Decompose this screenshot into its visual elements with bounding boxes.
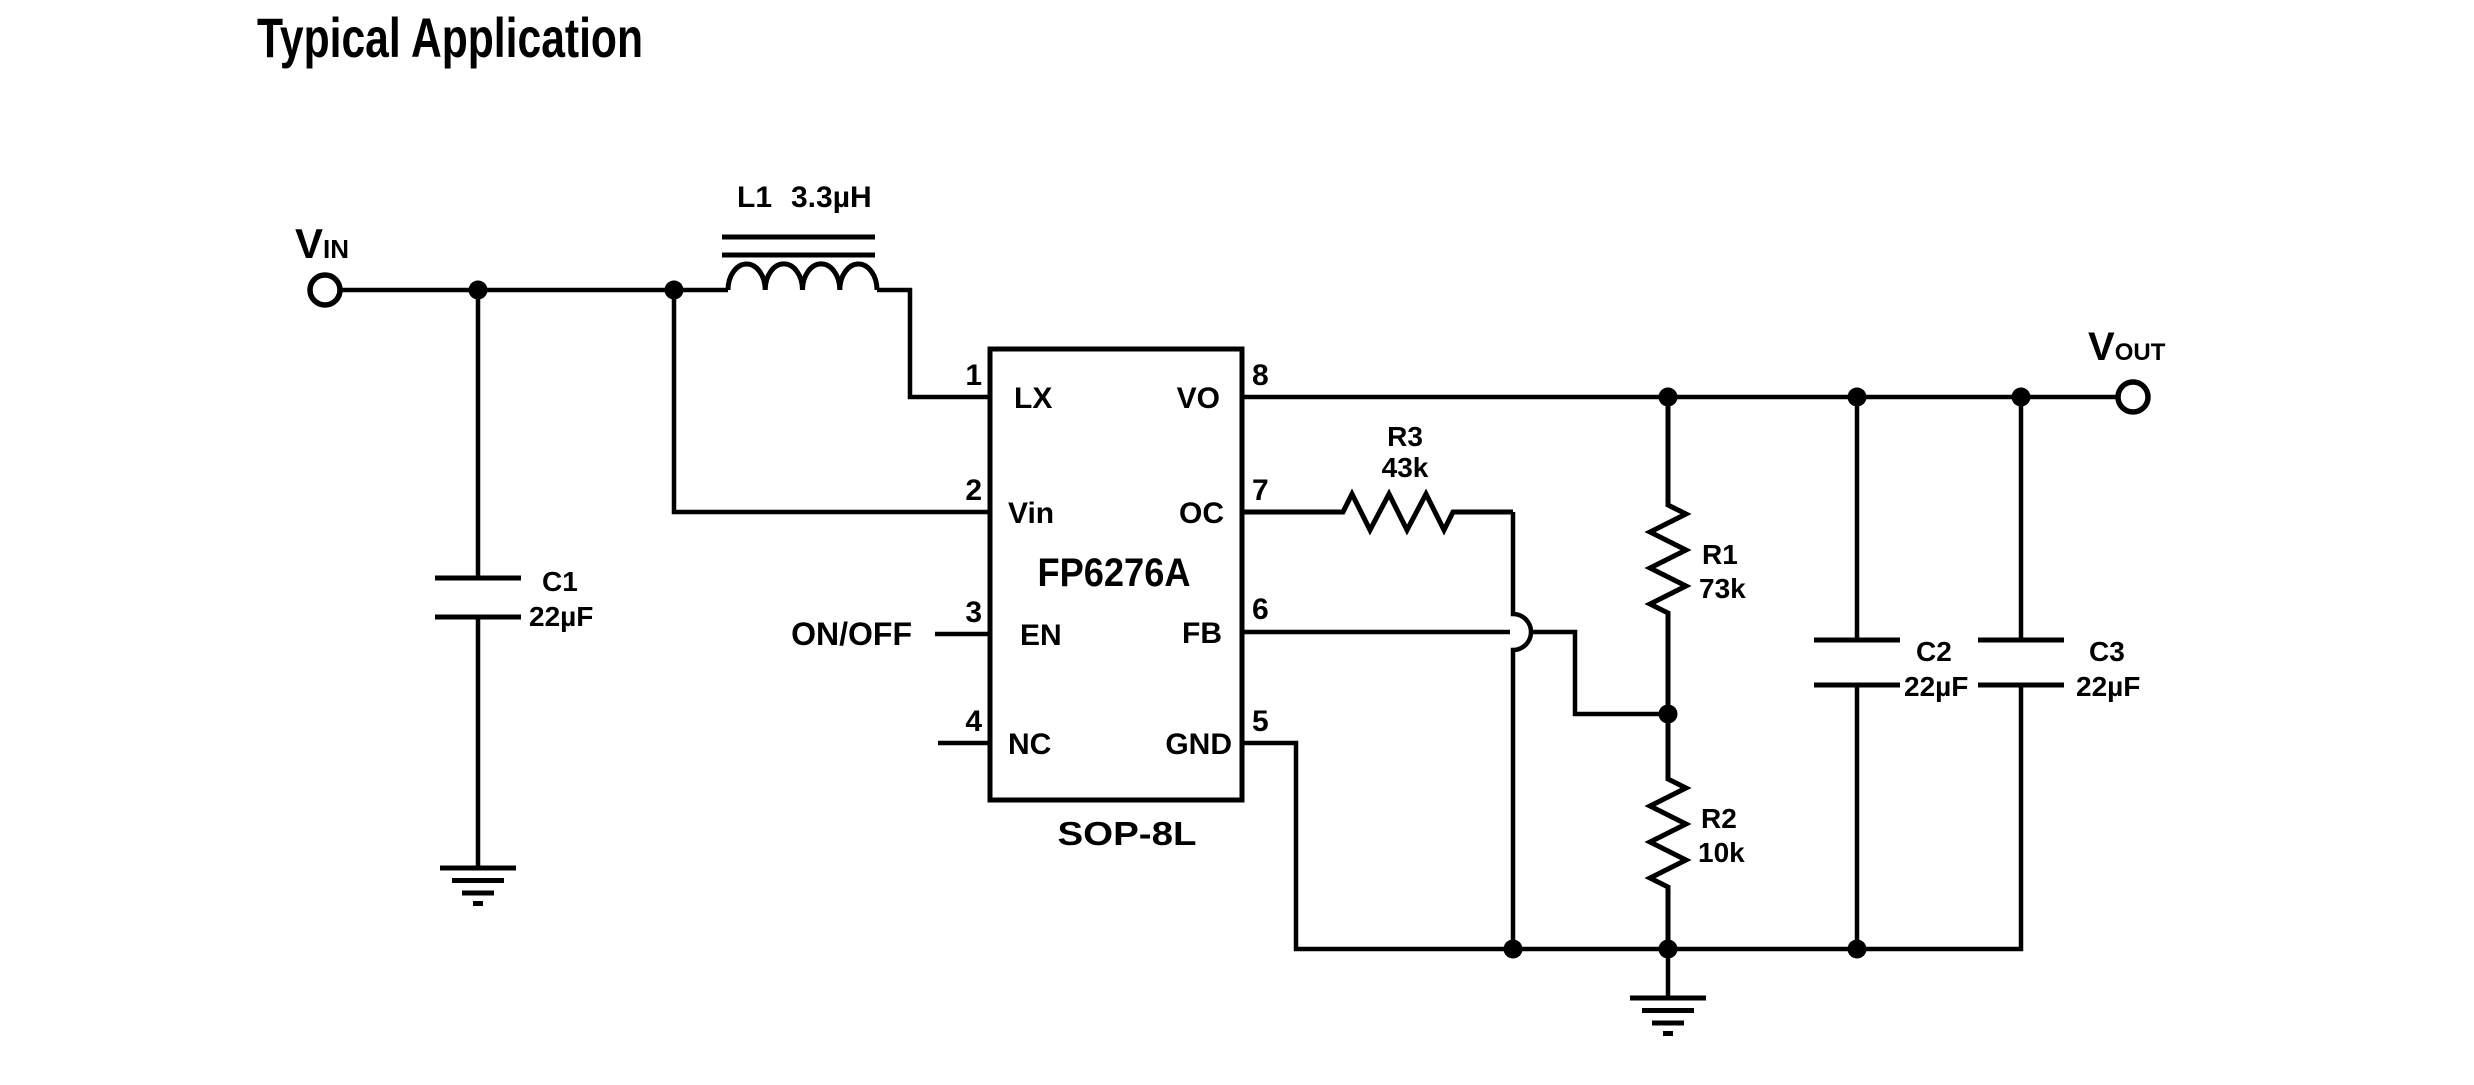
junction-dot — [664, 280, 684, 300]
ic-pin-number-4: 4 — [965, 705, 982, 738]
wire-vin-pin — [671, 290, 990, 515]
r1-value: 73k — [1699, 573, 1746, 604]
r2-value: 10k — [1698, 837, 1745, 868]
ic-pin-number-3: 3 — [965, 596, 982, 629]
wire-ground-rail — [1242, 685, 2024, 952]
inductor-l1: L1 3.3µH — [722, 181, 880, 291]
r1-zigzag — [1644, 397, 1692, 714]
ground-symbol-main — [1630, 995, 1706, 1036]
vout-terminal-circle — [2115, 379, 2151, 415]
vout-terminal: VOUT — [2088, 325, 2166, 415]
ic-pin-number-5: 5 — [1252, 705, 1269, 738]
l1-value: 3.3µH — [791, 181, 872, 214]
wire-fb-right — [1529, 629, 1668, 717]
ic-body — [987, 346, 1245, 803]
c2-value: 22µF — [1904, 671, 1968, 702]
junction-dot — [1847, 387, 1867, 407]
ic-name: FP6276A — [1038, 551, 1191, 595]
c3-designator: C3 — [2089, 636, 2125, 667]
resistor-r3: R3 43k — [1242, 421, 1513, 536]
capacitor-c3: C3 22µF — [1978, 636, 2140, 702]
c1-value: 22µF — [529, 601, 593, 632]
r3-value: 43k — [1382, 452, 1429, 483]
junction-dot — [468, 280, 488, 300]
ground-symbol-c1 — [440, 865, 516, 906]
c1-designator: C1 — [542, 566, 578, 597]
ic-pin-number-1: 1 — [965, 359, 982, 392]
junction-dot — [1658, 704, 1678, 724]
ic-fp6276a: FP6276A SOP-8L 1 2 3 4 8 7 6 5 LX Vin EN… — [965, 346, 1269, 852]
c2-designator: C2 — [1916, 636, 1952, 667]
r3-designator: R3 — [1387, 421, 1423, 452]
junction-dots — [468, 280, 2031, 959]
ic-pin-name-en: EN — [1020, 619, 1062, 652]
ic-pin-number-8: 8 — [1252, 359, 1269, 392]
capacitor-c2: C2 22µF — [1814, 636, 1968, 702]
wires — [340, 287, 2118, 996]
page-title: Typical Application — [257, 6, 643, 69]
ic-package: SOP-8L — [1058, 815, 1197, 852]
on-off-label: ON/OFF — [791, 616, 912, 652]
resistor-r1: R1 73k — [1644, 397, 1746, 714]
r3-zigzag — [1242, 488, 1513, 536]
r2-zigzag — [1644, 714, 1692, 949]
c3-value: 22µF — [2076, 671, 2140, 702]
ic-pin-name-gnd: GND — [1165, 728, 1232, 761]
r2-designator: R2 — [1701, 803, 1737, 834]
wire-r3-to-ground — [1510, 512, 1534, 949]
wire-lx — [877, 287, 990, 400]
vin-terminal: VIN — [295, 220, 349, 308]
ic-pin-number-6: 6 — [1252, 593, 1269, 626]
ic-pin-name-vo: VO — [1177, 382, 1220, 415]
ic-pin-name-oc: OC — [1179, 497, 1224, 530]
junction-dot — [1658, 387, 1678, 407]
junction-dot — [2011, 387, 2031, 407]
vout-label: VOUT — [2088, 325, 2166, 369]
capacitor-c1: C1 22µF — [435, 566, 593, 632]
ic-pin-name-nc: NC — [1008, 728, 1051, 761]
r1-designator: R1 — [1702, 539, 1738, 570]
ic-pin-name-lx: LX — [1014, 382, 1052, 415]
inductor-coil — [725, 261, 880, 291]
resistor-r2: R2 10k — [1644, 714, 1745, 949]
junction-dot — [1503, 939, 1523, 959]
vin-terminal-circle — [307, 272, 343, 308]
junction-dot — [1847, 939, 1867, 959]
junction-dot — [1658, 939, 1678, 959]
l1-designator: L1 — [737, 181, 772, 214]
ic-pin-number-2: 2 — [965, 474, 982, 507]
vin-label: VIN — [295, 220, 349, 267]
ic-pin-number-7: 7 — [1252, 474, 1269, 507]
ic-pin-name-fb: FB — [1182, 617, 1222, 650]
ic-pin-name-vin: Vin — [1008, 497, 1054, 530]
